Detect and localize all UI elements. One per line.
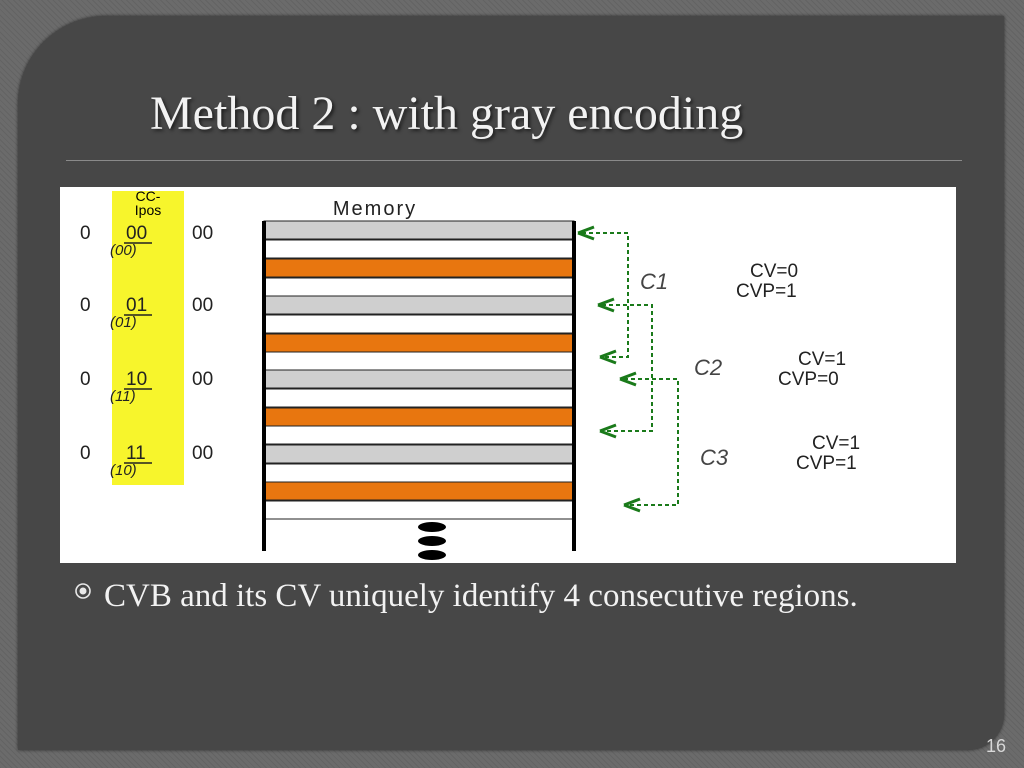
row-label-1: 0 01 00 (01) [80, 295, 213, 331]
bracket-c1 [582, 232, 629, 358]
row-suffix: 00 [192, 223, 213, 244]
memory-band-gray [263, 369, 575, 389]
memory-band-white [263, 425, 575, 445]
arrow-head-c2-bottom [599, 423, 617, 439]
group-brackets [577, 225, 679, 513]
arrow-head-c2-top [597, 297, 615, 313]
row-gray-code: (00) [110, 242, 137, 259]
memory-band-orange [263, 407, 575, 427]
memory-band-white [263, 351, 575, 371]
arrow-head-c1-bottom [599, 349, 617, 365]
bracket-c2 [600, 304, 653, 432]
title-divider [66, 160, 962, 161]
column-header-cc: CC- [136, 188, 161, 204]
row-prefix: 0 [80, 295, 91, 316]
memory-band-white [263, 239, 575, 259]
row-prefix: 0 [80, 369, 91, 390]
group-labels: C1 CV=0 CVP=1 C2 CV=1 CVP=0 C3 CV=1 CVP=… [640, 261, 860, 474]
arrow-head-c1-top [577, 225, 595, 241]
row-label-0: 0 00 00 (00) [80, 223, 213, 259]
memory-band-white [263, 277, 575, 297]
bullet-text: CVB and its CV uniquely identify 4 conse… [104, 578, 858, 614]
highlight-column [112, 191, 184, 485]
bit-underlines [124, 242, 152, 464]
row-suffix: 00 [192, 295, 213, 316]
row-suffix: 00 [192, 369, 213, 390]
group-c3-cvp: CVP=1 [796, 453, 857, 474]
group-c3-cv: CV=1 [812, 433, 860, 454]
row-prefix: 0 [80, 443, 91, 464]
slide-title: Method 2 : with gray encoding [150, 87, 744, 140]
bracket-c3 [624, 378, 679, 506]
continuation-ellipsis [418, 522, 446, 560]
memory-block [262, 220, 576, 551]
row-bits: 00 [126, 223, 147, 244]
memory-band-gray [263, 295, 575, 315]
memory-diagram: CC- Ipos Memory 0 00 00 (00) 0 01 00 (01… [60, 187, 956, 563]
group-c1-cv: CV=0 [750, 261, 798, 282]
bullet-circle-icon [75, 583, 91, 599]
memory-band-white [263, 463, 575, 483]
row-gray-code: (01) [110, 314, 137, 331]
memory-band-white [263, 314, 575, 334]
row-suffix: 00 [192, 443, 213, 464]
memory-diagram-svg: CC- Ipos Memory 0 00 00 (00) 0 01 00 (01… [60, 187, 956, 563]
row-gray-code: (11) [110, 388, 136, 405]
page-number: 16 [986, 736, 1007, 756]
arrow-head-c3-bottom [623, 497, 641, 513]
row-gray-code: (10) [110, 462, 137, 479]
row-bits: 01 [126, 295, 147, 316]
group-c2-cvp: CVP=0 [778, 369, 839, 390]
group-c1-name: C1 [640, 269, 668, 294]
memory-band-gray [263, 220, 575, 240]
group-c3-name: C3 [700, 445, 729, 470]
memory-band-white [263, 500, 575, 520]
group-c2-name: C2 [694, 355, 722, 380]
row-prefix: 0 [80, 223, 91, 244]
row-label-3: 0 11 00 (10) [80, 443, 213, 479]
arrow-head-c3-top [619, 371, 637, 387]
row-label-2: 0 10 00 (11) [80, 369, 213, 405]
memory-band-orange [263, 258, 575, 278]
memory-band-gray [263, 444, 575, 464]
column-header-ipos: Ipos [135, 202, 161, 218]
memory-band-white [263, 388, 575, 408]
row-bits: 10 [126, 369, 147, 390]
memory-label: Memory [333, 198, 417, 220]
memory-band-orange [263, 481, 575, 501]
group-c2-cv: CV=1 [798, 349, 846, 370]
memory-band-orange [263, 333, 575, 353]
row-bits: 11 [126, 443, 146, 464]
group-c1-cvp: CVP=1 [736, 281, 797, 302]
